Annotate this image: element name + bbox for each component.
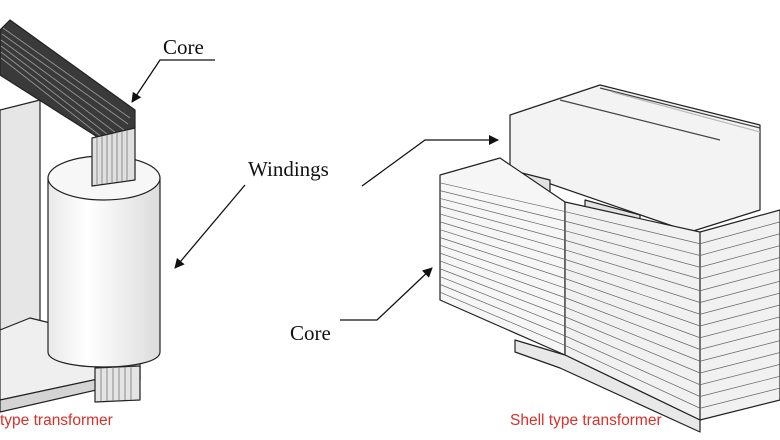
label-windings: Windings (248, 157, 329, 181)
core-limb-bottom-stripes (100, 366, 132, 401)
shell-core-right-stack (564, 201, 780, 421)
core-type-transformer (0, 19, 161, 413)
arrow-windings-right (361, 135, 499, 187)
core-limb-stripes (96, 130, 128, 184)
label-core-right: Core (290, 321, 331, 345)
annotation-arrows (131, 59, 499, 321)
shell-lamination-lines (439, 182, 780, 409)
shell-type-transformer (439, 84, 780, 433)
arrow-core-right (340, 267, 433, 321)
label-core-left: Core (163, 35, 204, 59)
caption-shell-type: Shell type transformer (510, 412, 662, 429)
lamination-lines (0, 27, 131, 146)
caption-core-type: type transformer (0, 412, 113, 429)
arrow-core-left (131, 59, 215, 103)
shell-base (514, 339, 701, 433)
core-limb-bottom (94, 365, 141, 403)
core-limb-top (91, 127, 136, 187)
arrow-windings-left (174, 184, 246, 269)
winding-cylinder (47, 177, 161, 368)
